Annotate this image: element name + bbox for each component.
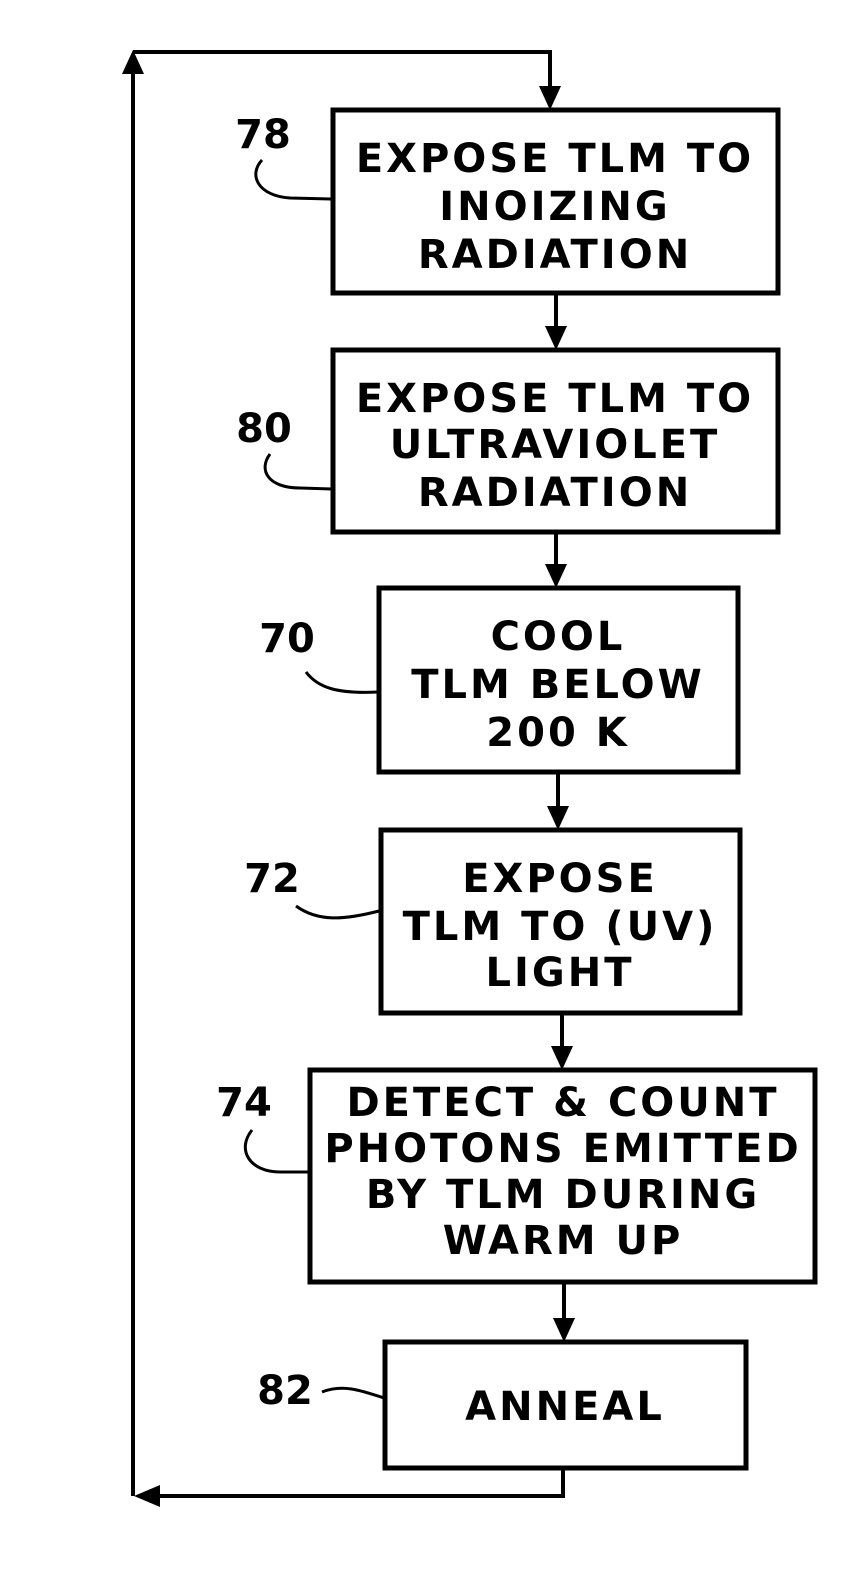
step-78-leader [256, 160, 331, 199]
connector-70-72-arrow [547, 806, 569, 830]
step-74-line-4: WARM UP [443, 1218, 684, 1264]
step-82-ref: 82 [257, 1368, 313, 1414]
step-80-line-3: RADIATION [418, 470, 692, 516]
step-72-ref: 72 [244, 856, 300, 902]
step-70-line-3: 200 K [486, 710, 629, 756]
step-80-ref: 80 [236, 406, 292, 452]
connector-74-82-arrow [553, 1318, 575, 1342]
step-70-line-2: TLM BELOW [411, 662, 705, 708]
step-72: EXPOSE TLM TO (UV) LIGHT 72 [244, 830, 740, 1013]
step-78: EXPOSE TLM TO INOIZING RADIATION 78 [235, 110, 778, 293]
step-80-leader [265, 454, 332, 489]
step-74-line-3: BY TLM DURING [366, 1172, 760, 1218]
step-78-line-3: RADIATION [418, 232, 692, 278]
loop-return-line [148, 1468, 563, 1496]
step-78-line-1: EXPOSE TLM TO [356, 136, 754, 182]
loop-top-line [133, 52, 550, 90]
loop-top-arrow-down [539, 86, 561, 110]
step-82-leader [322, 1388, 384, 1398]
step-72-line-1: EXPOSE [462, 856, 658, 902]
step-74-line-1: DETECT & COUNT [346, 1080, 779, 1126]
step-74-leader [245, 1130, 309, 1172]
step-70-leader [306, 672, 378, 692]
step-72-line-2: TLM TO (UV) [403, 904, 718, 950]
step-80-line-2: ULTRAVIOLET [390, 422, 721, 468]
step-70-ref: 70 [259, 616, 315, 662]
connector-72-74-arrow [551, 1046, 573, 1070]
loop-return-arrow-left [134, 1485, 160, 1507]
step-82: ANNEAL 82 [257, 1342, 746, 1468]
step-80-line-1: EXPOSE TLM TO [356, 376, 754, 422]
step-74-ref: 74 [216, 1080, 272, 1126]
step-82-line-1: ANNEAL [465, 1384, 665, 1430]
step-78-ref: 78 [235, 112, 291, 158]
step-70: COOL TLM BELOW 200 K 70 [259, 588, 738, 772]
step-74: DETECT & COUNT PHOTONS EMITTED BY TLM DU… [216, 1070, 815, 1282]
connector-78-80-arrow [545, 326, 567, 350]
step-72-line-3: LIGHT [486, 950, 635, 996]
step-78-line-2: INOIZING [439, 184, 670, 230]
step-72-leader [296, 906, 379, 918]
step-80: EXPOSE TLM TO ULTRAVIOLET RADIATION 80 [236, 350, 778, 532]
connector-80-70-arrow [545, 564, 567, 588]
step-70-line-1: COOL [491, 614, 626, 660]
step-74-line-2: PHOTONS EMITTED [324, 1126, 801, 1172]
